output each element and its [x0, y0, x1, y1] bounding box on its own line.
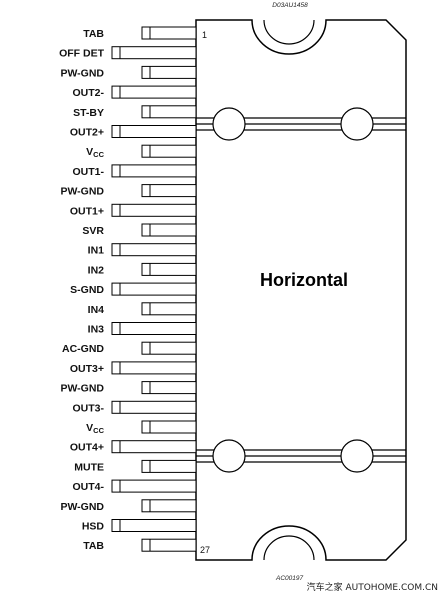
pin-label: OUT2-	[73, 87, 105, 99]
pin-label: OUT3-	[73, 402, 105, 414]
pin-lead	[141, 26, 197, 40]
pin-label: S-GND	[70, 284, 104, 296]
pin-lead	[141, 341, 197, 355]
pin-label: TAB	[83, 540, 104, 552]
last-pin-number: 27	[200, 545, 210, 555]
pin-lead	[111, 322, 197, 335]
bottom-notch-inner	[263, 535, 315, 561]
pin-lead	[141, 420, 197, 434]
pin-label: SVR	[82, 225, 104, 237]
pin-lead	[141, 105, 197, 119]
mounting-hole-lower-right	[340, 439, 374, 473]
pin-label: AC-GND	[62, 343, 104, 355]
pin-lead	[111, 440, 197, 454]
lower-heatsink-band	[196, 439, 406, 473]
pin-label: VCC	[86, 422, 104, 435]
pin-lead	[111, 85, 197, 99]
upper-heatsink-band	[196, 107, 406, 141]
mounting-hole-upper-left	[212, 107, 246, 141]
pin-label: OUT2+	[70, 127, 104, 139]
pin-label: IN1	[88, 245, 105, 257]
pin-label: OUT1-	[73, 166, 105, 178]
pin-lead	[141, 223, 197, 237]
pin-label: PW-GND	[60, 186, 104, 198]
pin-lead	[111, 519, 197, 532]
drawing-code-top: D03AU1458	[272, 2, 308, 9]
orientation-label: Horizontal	[260, 270, 348, 290]
pin-label: HSD	[82, 521, 105, 533]
pin-label: ST-BY	[73, 107, 104, 119]
pin-lead	[141, 262, 197, 276]
pin-label: IN4	[88, 304, 105, 316]
pin-label: PW-GND	[60, 501, 104, 513]
pin-label: PW-GND	[60, 67, 104, 79]
mounting-hole-lower-left	[212, 439, 246, 473]
pin-lead	[141, 65, 197, 79]
pin-lead	[111, 243, 197, 257]
pin-label: OUT1+	[70, 205, 104, 217]
package-body	[195, 19, 407, 561]
pin-lead	[111, 400, 197, 414]
pin-lead	[111, 479, 197, 493]
pin-lead	[141, 381, 197, 395]
pin-lead	[111, 46, 197, 60]
pin-lead	[141, 538, 197, 552]
pin-lead	[111, 282, 197, 296]
pin-label: OUT3+	[70, 363, 104, 375]
pin-label: MUTE	[74, 461, 104, 473]
pin-label: OUT4-	[73, 481, 105, 493]
pin-lead	[141, 184, 197, 198]
drawing-code-bottom: AC00197	[275, 575, 303, 582]
pin-label: PW-GND	[60, 383, 104, 395]
pin-lead	[141, 459, 197, 473]
pin-label: OUT4+	[70, 442, 104, 454]
pin-lead	[111, 361, 197, 375]
pin-lead	[111, 203, 197, 217]
pin-lead	[141, 302, 197, 316]
pin-group: TAB OFF DET PW-GND OUT2- ST-BY OUT2+ VCC OUT1- P…	[59, 26, 197, 552]
pin-lead	[111, 125, 197, 138]
pin-label: IN2	[88, 264, 105, 276]
first-pin-number: 1	[202, 30, 207, 40]
mounting-hole-upper-right	[340, 107, 374, 141]
pin-label: OFF DET	[59, 48, 104, 60]
pin-lead	[141, 499, 197, 513]
pin-lead	[111, 164, 197, 178]
pin-label: VCC	[86, 146, 104, 159]
pin-label: IN3	[88, 324, 105, 336]
pin-label: TAB	[83, 28, 104, 40]
top-notch-inner	[263, 19, 315, 45]
pin-lead	[141, 144, 197, 158]
watermark-text: 汽车之家 AUTOHOME.COM.CN	[307, 581, 438, 593]
